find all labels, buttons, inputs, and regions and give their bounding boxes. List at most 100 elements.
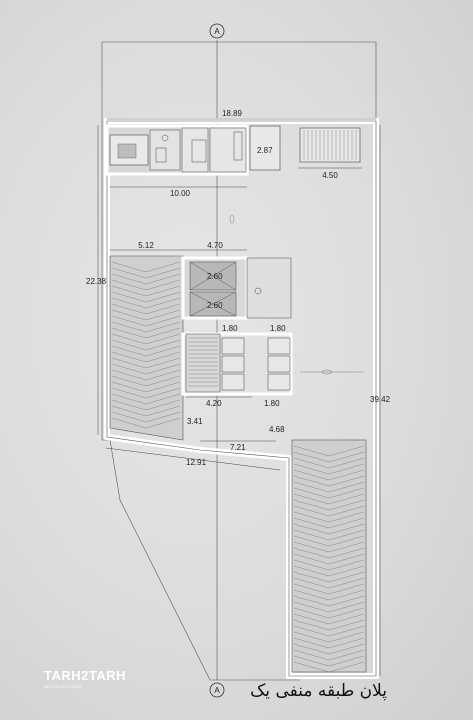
ramp-chevron bbox=[145, 381, 181, 393]
ramp-chevron bbox=[328, 445, 365, 457]
lobby bbox=[246, 257, 292, 319]
ramp-chevron bbox=[145, 417, 181, 429]
ramp-chevron bbox=[145, 321, 181, 333]
ramp-chevron bbox=[145, 351, 181, 363]
ramp-chevron bbox=[293, 613, 330, 625]
storage-unit-1 bbox=[221, 337, 245, 355]
ramp-chevron bbox=[328, 601, 365, 613]
ramp-chevron bbox=[145, 327, 181, 339]
ramp-chevron bbox=[111, 351, 147, 363]
site-outline-lower bbox=[101, 42, 300, 681]
dining-table-icon bbox=[191, 139, 207, 163]
ramp-chevron bbox=[328, 469, 365, 481]
lower-stair-treads bbox=[188, 337, 218, 387]
ramp-chevron bbox=[293, 661, 330, 673]
logo-name: TARH2TARH bbox=[44, 668, 127, 683]
ramp-right-chevrons bbox=[293, 445, 365, 673]
dim-lower-core-width: 4.20 bbox=[206, 399, 222, 408]
logo-tagline: ARCHITECTURE bbox=[44, 684, 83, 689]
ramp-chevron bbox=[111, 267, 147, 279]
dim-lower-left-depth: 3.41 bbox=[187, 417, 203, 426]
ramp-chevron bbox=[145, 315, 181, 327]
ramp-chevron bbox=[328, 631, 365, 643]
ramp-chevron bbox=[145, 375, 181, 387]
ramp-chevron bbox=[293, 451, 330, 463]
ramp-chevron bbox=[328, 529, 365, 541]
ramp-chevron bbox=[145, 273, 181, 285]
ramp-chevron bbox=[328, 517, 365, 529]
ramp-chevron bbox=[328, 559, 365, 571]
ramp-chevron bbox=[293, 595, 330, 607]
storage-unit-3 bbox=[221, 373, 245, 391]
ramp-chevron bbox=[111, 399, 147, 411]
ramp-chevron bbox=[328, 547, 365, 559]
ramp-chevron bbox=[145, 339, 181, 351]
ramp-chevron bbox=[111, 273, 147, 285]
ramp-chevron bbox=[293, 559, 330, 571]
dim-storage-left: 1.80 bbox=[222, 324, 238, 333]
ramp-chevron bbox=[111, 387, 147, 399]
ramp-chevron bbox=[328, 511, 365, 523]
dim-right-depth: 39.42 bbox=[370, 395, 391, 404]
storage-unit-4 bbox=[267, 337, 291, 355]
ramp-chevron bbox=[328, 619, 365, 631]
ramp-chevron bbox=[145, 405, 181, 417]
ramp-chevron bbox=[145, 363, 181, 375]
ramp-chevron bbox=[111, 297, 147, 309]
ramp-chevron bbox=[111, 339, 147, 351]
ramp-chevron bbox=[293, 619, 330, 631]
ramp-chevron bbox=[111, 321, 147, 333]
ramp-chevron bbox=[145, 357, 181, 369]
ramp-chevron bbox=[328, 535, 365, 547]
ramp-chevron bbox=[293, 601, 330, 613]
elevator-1-cross-b bbox=[189, 261, 237, 291]
parking-ramp-right bbox=[291, 439, 367, 673]
dim-top-rooms-width: 10.00 bbox=[170, 189, 191, 198]
site-outline-top bbox=[102, 41, 377, 120]
ramp-chevron bbox=[293, 649, 330, 661]
ramp-chevron bbox=[328, 499, 365, 511]
elevator-2-cross-b bbox=[189, 291, 237, 317]
top-stair bbox=[299, 127, 361, 163]
axis-break-marker bbox=[229, 214, 235, 224]
ramp-chevron bbox=[328, 625, 365, 637]
ramp-chevron bbox=[145, 261, 181, 273]
ramp-chevron bbox=[328, 487, 365, 499]
ramp-chevron bbox=[111, 327, 147, 339]
ramp-chevron bbox=[293, 577, 330, 589]
ramp-chevron bbox=[111, 291, 147, 303]
ramp-chevron bbox=[328, 607, 365, 619]
ramp-chevron bbox=[328, 463, 365, 475]
axis-label-top: A bbox=[214, 27, 220, 36]
ramp-chevron bbox=[293, 493, 330, 505]
ramp-chevron bbox=[328, 475, 365, 487]
dim-stair-width-top: 4.50 bbox=[322, 171, 338, 180]
pantry bbox=[209, 127, 247, 173]
dim-line-bottom-width bbox=[105, 447, 281, 471]
storage-unit-2 bbox=[221, 355, 245, 373]
ramp-chevron bbox=[293, 511, 330, 523]
ramp-chevron bbox=[328, 553, 365, 565]
plan-title: پلان طبقه منفی یک bbox=[250, 681, 387, 701]
ramp-chevron bbox=[293, 565, 330, 577]
ramp-chevron bbox=[145, 345, 181, 357]
dim-lower-right-depth: 4.68 bbox=[269, 425, 285, 434]
ramp-chevron bbox=[293, 535, 330, 547]
ramp-chevron bbox=[111, 417, 147, 429]
dim-elevator-1: 2.60 bbox=[207, 272, 223, 281]
dim-left-depth: 22.38 bbox=[86, 277, 107, 286]
ramp-chevron bbox=[293, 487, 330, 499]
ramp-chevron bbox=[145, 387, 181, 399]
bathroom bbox=[149, 129, 181, 171]
counter-icon bbox=[233, 131, 243, 161]
ramp-chevron bbox=[145, 267, 181, 279]
ramp-chevron bbox=[293, 505, 330, 517]
axis-label-bottom: A bbox=[214, 686, 220, 695]
dim-core-width: 4.70 bbox=[207, 241, 223, 250]
ramp-chevron bbox=[293, 463, 330, 475]
bed-icon bbox=[117, 143, 137, 159]
ramp-chevron bbox=[293, 583, 330, 595]
ramp-chevron bbox=[293, 445, 330, 457]
ramp-chevron bbox=[145, 309, 181, 321]
